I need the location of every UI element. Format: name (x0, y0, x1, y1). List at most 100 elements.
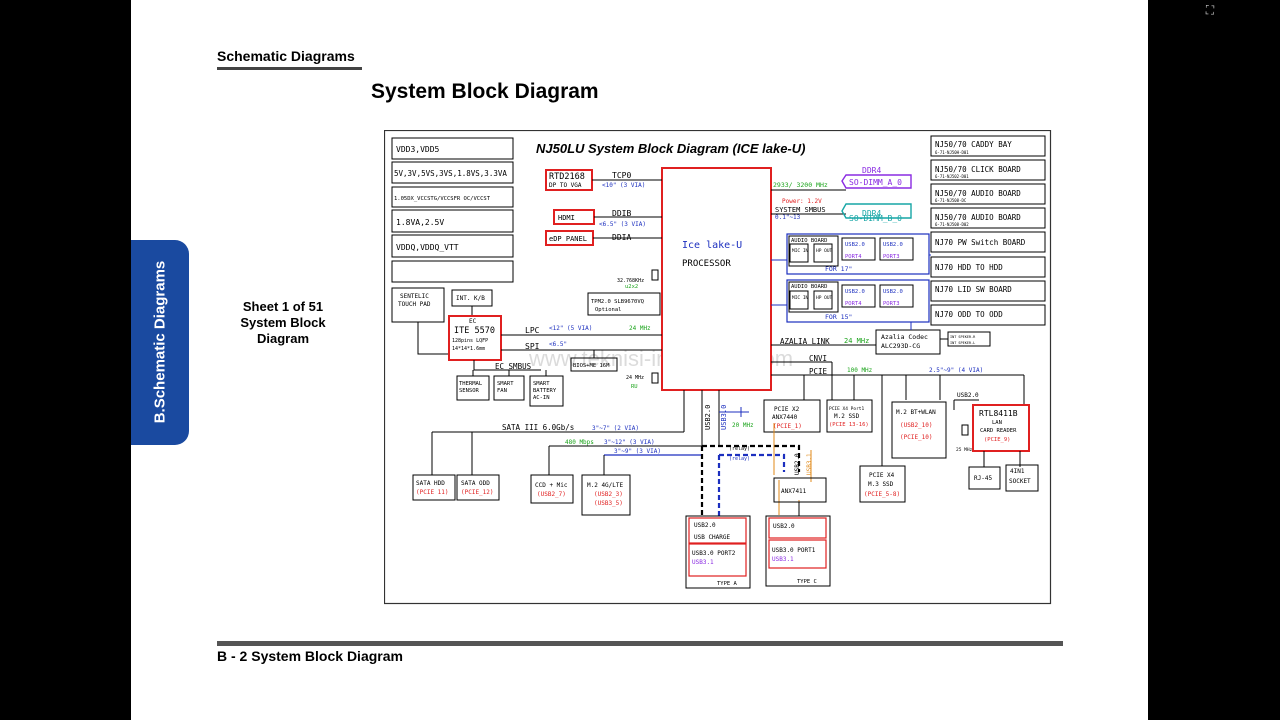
audio17-label: FOR 17" (825, 265, 852, 273)
xtal2-sub: RU (631, 384, 638, 390)
m2-ssd-label-3: (PCIE 13-16) (829, 422, 869, 428)
power-rail-box (391, 186, 514, 208)
audio15-label: FOR 15" (825, 313, 852, 321)
power-rail-box (391, 260, 514, 283)
board-box (930, 135, 1046, 157)
pcie-len: 2.5"~9" (4 VIA) (929, 367, 983, 374)
speaker-r: INT SPEKER-R (950, 335, 976, 339)
type-a-usb3-box (688, 543, 747, 577)
codec-label-2: ALC293D-CG (881, 342, 920, 350)
audio15-usb-a: USB2.0 (845, 289, 865, 295)
usb-ports-section: ANX7411 USB2.0 USB CHARGE USB3.0 PORT2 U… (685, 477, 831, 589)
audio17-board: AUDIO BOARD (791, 238, 827, 244)
xtal2-icon (651, 372, 659, 384)
smbus-len: 0.1"~13 (775, 214, 801, 221)
board-box (930, 159, 1046, 181)
power-rail-label: VDD3,VDD5 (396, 145, 440, 154)
dimm-a-type: DDR4 (862, 166, 881, 175)
audio17-hp: HP OUT (816, 248, 833, 254)
wlan-label-3: (PCIE_10) (900, 434, 933, 441)
power-rail-box (391, 161, 514, 184)
board-pn: 6-71-NJ508-D02 (935, 222, 969, 227)
sata-hdd-label-2: (PCIE 11) (416, 489, 449, 496)
power-rails: VDD3,VDD5 5V,3V,5VS,3VS,1.8VS,3.3VA 1.05… (391, 137, 514, 283)
audio17-port-a: PORT4 (845, 254, 862, 260)
board-pn: 6-71-NJ508-DC (935, 198, 967, 203)
power-rail-label: 1.8VA,2.5V (396, 218, 444, 227)
audio-board-15: AUDIO BOARD MIC IN HP OUT USB2.0 PORT4 U… (786, 279, 930, 323)
audio-codec-section: AZALIA LINK 24 MHz Azalia Codec ALC293D-… (771, 322, 991, 355)
audio15-frame (786, 279, 930, 323)
thermal-label-2: SENSOR (459, 388, 480, 394)
tcp-len: <10" (3 VIA) (602, 182, 645, 189)
type-a-label-4: USB3.1 (692, 559, 714, 566)
ccd-label-2: (USB2_7) (537, 491, 566, 498)
xtal1-icon (651, 269, 659, 281)
touchpad-label-2: TOUCH PAD (398, 301, 431, 308)
m3-ssd-label-3: (PCIE_5-8) (864, 491, 900, 498)
lte-label-2: (USB2_3) (594, 491, 623, 498)
lte-label-3: (USB3_5) (594, 500, 623, 507)
codec-label-1: Azalia Codec (881, 333, 928, 341)
battery-label-1: SMART (533, 381, 550, 387)
power-rail-box (391, 137, 514, 160)
audio-board-17: AUDIO BOARD MIC IN HP OUT USB2.0 PORT4 U… (786, 233, 930, 275)
hdmi-label: HDMI (558, 214, 575, 222)
header-rule (217, 67, 362, 70)
dimm-a-box (841, 174, 912, 189)
lan-label-3: CARD READER (980, 428, 1017, 434)
usb31-vert: USB3.1 (806, 453, 813, 475)
board-box (930, 183, 1046, 205)
side-tab: B.Schematic Diagrams (131, 240, 189, 445)
type-a-usb2-box (688, 517, 747, 544)
footer-rule (217, 641, 1063, 646)
board-box (930, 256, 1046, 278)
exit-fullscreen-icon[interactable]: ⛶ (1205, 3, 1215, 17)
board-pn: 6-71-NJ502-D01 (935, 174, 969, 179)
audio15-board: AUDIO BOARD (791, 284, 827, 290)
board-box (930, 280, 1046, 302)
rtd-sub: DP TO VGA (549, 182, 582, 189)
pcie-label: PCIE (809, 367, 828, 376)
audio15-port-b: PORT3 (883, 301, 900, 307)
board-name: NJ50/70 AUDIO BOARD (935, 189, 1021, 198)
fan-label-1: SMART (497, 381, 514, 387)
diagram-title: NJ50LU System Block Diagram (ICE lake-U) (536, 141, 805, 156)
lan-usb-label: USB2.0 (957, 392, 979, 399)
audio15-usb-b: USB2.0 (883, 289, 903, 295)
audio17-usb-a: USB2.0 (845, 242, 865, 248)
board-name: NJ50/70 AUDIO BOARD (935, 213, 1021, 222)
pcie-freq: 100 MHz (847, 367, 873, 374)
codec-box (875, 329, 941, 355)
storage-section: SATA III 6.0Gb/s 3"~7" (2 VIA) SATA HDD … (412, 390, 813, 518)
dimm-a-name: SO-DIMM_A_0 (849, 178, 902, 187)
type-a-label-2: USB CHARGE (694, 534, 731, 541)
fan-label-2: FAN (497, 388, 507, 394)
sheet-number: Sheet 1 of 51 (242, 299, 324, 314)
daughter-boards: NJ50/70 CADDY BAY 6-71-NJ50H-D01 NJ50/70… (930, 135, 1046, 326)
usb30-vert: USB3.0 (720, 405, 728, 430)
lan-label-2: LAN (992, 420, 1002, 426)
audio15-board-box (788, 281, 839, 313)
lan-label-4: (PCIE_9) (984, 437, 1011, 443)
lte-box (581, 474, 631, 516)
ec-name: ITE 5570 (454, 326, 495, 336)
cpu-box (661, 167, 772, 391)
dimm-b-type: DDR4 (862, 209, 881, 218)
card-socket-label-1: 4IN1 (1010, 468, 1025, 475)
smbus-label: SYSTEM SMBUS (775, 206, 826, 214)
audio15-mic: MIC IN (792, 295, 809, 301)
anx7440-box (763, 399, 821, 433)
audio17-board-box (788, 235, 839, 267)
type-c-usb2-box (768, 517, 827, 539)
ec-smbus-label: EC SMBUS (495, 362, 532, 371)
type-a-name: TYPE A (717, 581, 738, 587)
thermal-label-1: THERMAL (459, 381, 483, 387)
type-c-label-1: USB2.0 (773, 523, 795, 530)
ec-size: 14*14*1.6mm (452, 346, 485, 352)
type-a-label-1: USB2.0 (694, 522, 716, 529)
ec-chip-box (448, 315, 502, 361)
usb-len-3: 3"~9" (3 VIA) (614, 448, 661, 455)
xtal1-sub: u2x2 (625, 284, 638, 290)
power-rail-label: VDDQ,VDDQ_VTT (396, 243, 459, 252)
